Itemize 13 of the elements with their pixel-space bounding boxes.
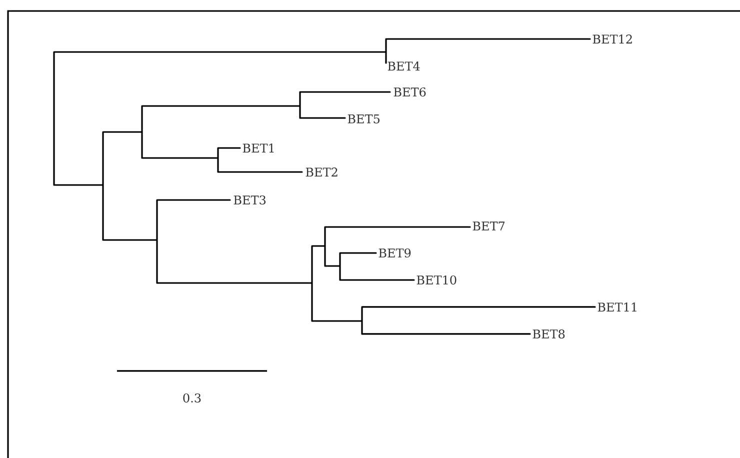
leaf-label: BET8 (532, 329, 565, 339)
leaf-label: BET3 (234, 195, 266, 205)
leaf-label: BET1 (242, 144, 274, 152)
leaf-label: BET9 (378, 248, 411, 258)
leaf-label: BET4 (388, 62, 420, 70)
leaf-label: BET10 (416, 275, 456, 285)
scale-label: 0.3 (183, 393, 201, 403)
leaf-label: BET2 (306, 168, 338, 176)
leaf-label: BET6 (394, 87, 426, 97)
leaf-label: BET12 (592, 34, 632, 44)
leaf-label: BET11 (598, 302, 636, 312)
leaf-label: BET7 (472, 222, 505, 230)
leaf-label: BET5 (348, 114, 380, 124)
